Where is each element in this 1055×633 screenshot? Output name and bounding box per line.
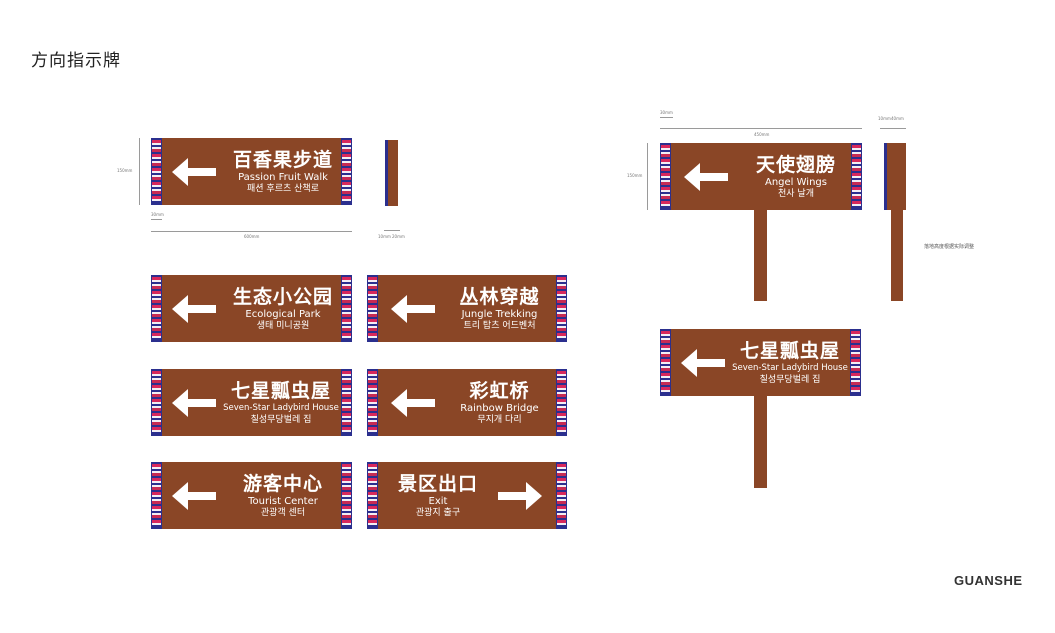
sign-title-ko: 관광지 출구 <box>415 507 461 518</box>
sign-title-ko: 패션 후르츠 산책로 <box>247 183 319 194</box>
page-title: 方向指示牌 <box>31 51 121 71</box>
pattern-band-left <box>367 462 378 529</box>
pattern-band-right <box>341 462 352 529</box>
pattern-band-left <box>660 329 671 396</box>
arrow-left-icon <box>391 295 435 323</box>
sign-side-view <box>887 143 906 210</box>
direction-sign: 景区出口 Exit 관광지 출구 <box>367 462 567 529</box>
pattern-band-right <box>850 329 861 396</box>
dimension-label: 150mm <box>117 168 133 173</box>
dimension-label: 150mm <box>627 173 643 178</box>
dimension-label: 20mm <box>392 234 405 239</box>
sign-title-zh: 生态小公园 <box>232 285 333 308</box>
arrow-left-icon <box>391 389 435 417</box>
sign-title-en: Seven-Star Ladybird House <box>223 402 339 413</box>
sign-title-en: Seven-Star Ladybird House <box>732 362 848 373</box>
sign-post-side <box>891 210 903 301</box>
sign-title-ko: 생태 미니공원 <box>256 320 310 331</box>
dimension-line-band <box>151 219 162 220</box>
sign-title-en: Ecological Park <box>245 308 321 320</box>
direction-sign: 七星瓢虫屋 Seven-Star Ladybird House 칠성무당벌레 집 <box>151 369 352 436</box>
arrow-left-icon <box>681 349 725 377</box>
sign-title-zh: 彩虹桥 <box>469 379 530 402</box>
pattern-band-right <box>341 275 352 342</box>
sign-title-zh: 游客中心 <box>242 472 323 495</box>
direction-sign: 游客中心 Tourist Center 관광객 센터 <box>151 462 352 529</box>
direction-sign: 彩虹桥 Rainbow Bridge 무지개 다리 <box>367 369 567 436</box>
arrow-left-icon <box>172 389 216 417</box>
pattern-band-right <box>341 369 352 436</box>
sign-side-edge <box>385 140 388 206</box>
dimension-label: 10mm <box>878 116 891 121</box>
arrow-left-icon <box>684 163 728 191</box>
dimension-label: 450mm <box>754 132 770 137</box>
direction-sign: 丛林穿越 Jungle Trekking 트리 탑츠 어드벤처 <box>367 275 567 342</box>
pattern-band-right <box>556 462 567 529</box>
sign-title-zh: 丛林穿越 <box>459 285 540 308</box>
arrow-left-icon <box>172 295 216 323</box>
dimension-label: 600mm <box>244 234 260 239</box>
sign-side-view <box>388 140 398 206</box>
direction-sign-with-post: 七星瓢虫屋 Seven-Star Ladybird House 칠성무당벌레 집 <box>660 329 861 396</box>
pattern-band-left <box>660 143 671 210</box>
sign-title-en: Exit <box>428 495 448 507</box>
sign-post <box>754 210 767 301</box>
dimension-line-band <box>660 117 673 118</box>
dimension-label: 30mm <box>151 212 164 217</box>
arrow-right-icon <box>498 482 542 510</box>
sign-title-ko: 천사 날개 <box>778 188 814 199</box>
pattern-band-left <box>367 369 378 436</box>
dimension-line-width <box>151 231 352 232</box>
pattern-band-right <box>851 143 862 210</box>
installation-note: 落地高度根据实际调整 <box>924 244 975 250</box>
dimension-line-side <box>880 128 906 129</box>
pattern-band-left <box>367 275 378 342</box>
sign-side-edge <box>884 143 887 210</box>
pattern-band-right <box>556 369 567 436</box>
brand-logo-text: GUANSHE <box>954 573 1023 588</box>
dimension-line-width <box>660 128 862 129</box>
direction-sign-with-post: 天使翅膀 Angel Wings 천사 날개 <box>660 143 862 210</box>
sign-title-en: Angel Wings <box>765 176 827 188</box>
sign-post <box>754 396 767 488</box>
dimension-line-side <box>384 230 400 231</box>
dimension-label: 30mm <box>660 110 673 115</box>
sign-title-ko: 칠성무당벌레 집 <box>759 374 821 385</box>
sign-title-zh: 景区出口 <box>397 472 478 495</box>
sign-title-zh: 七星瓢虫屋 <box>739 339 840 362</box>
sign-title-ko: 칠성무당벌레 집 <box>250 414 312 425</box>
sign-title-en: Passion Fruit Walk <box>238 171 328 183</box>
sign-title-zh: 天使翅膀 <box>755 153 836 176</box>
sign-title-zh: 七星瓢虫屋 <box>230 379 331 402</box>
pattern-band-left <box>151 275 162 342</box>
pattern-band-left <box>151 138 162 205</box>
dimension-line-height <box>139 138 140 205</box>
dimension-label: 10mm <box>378 234 391 239</box>
sign-title-ko: 관광객 센터 <box>260 507 306 518</box>
pattern-band-left <box>151 369 162 436</box>
direction-sign: 生态小公园 Ecological Park 생태 미니공원 <box>151 275 352 342</box>
arrow-left-icon <box>172 482 216 510</box>
sign-title-en: Jungle Trekking <box>461 308 538 320</box>
sign-title-en: Tourist Center <box>248 495 318 507</box>
dimension-label: 40mm <box>891 116 904 121</box>
pattern-band-right <box>556 275 567 342</box>
sign-title-ko: 무지개 다리 <box>477 414 522 425</box>
pattern-band-right <box>341 138 352 205</box>
dimension-line-height <box>647 143 648 210</box>
sign-title-zh: 百香果步道 <box>232 148 333 171</box>
arrow-left-icon <box>172 158 216 186</box>
pattern-band-left <box>151 462 162 529</box>
sign-title-ko: 트리 탑츠 어드벤처 <box>463 320 536 331</box>
sign-title-en: Rainbow Bridge <box>460 402 539 414</box>
direction-sign: 百香果步道 Passion Fruit Walk 패션 후르츠 산책로 <box>151 138 352 205</box>
